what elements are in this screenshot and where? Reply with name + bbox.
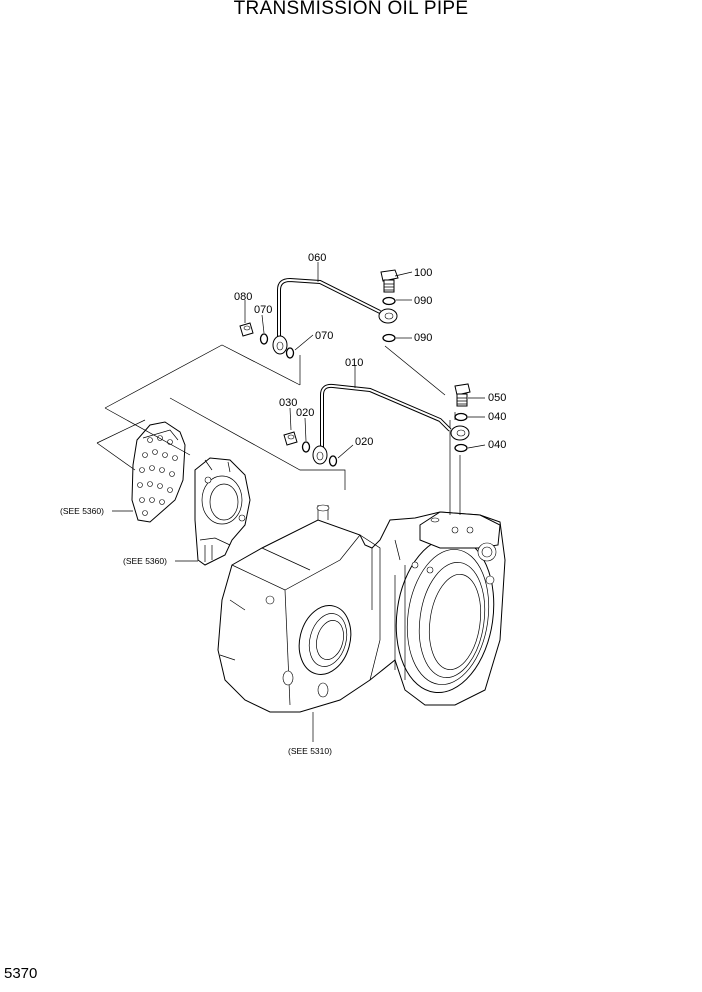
callout-080: 080 bbox=[234, 291, 252, 303]
callout-090-upper: 090 bbox=[414, 295, 432, 307]
plug-030 bbox=[283, 431, 298, 446]
callout-090-lower: 090 bbox=[414, 332, 432, 344]
callout-070-right: 070 bbox=[315, 330, 333, 342]
callout-020-left: 020 bbox=[296, 407, 314, 419]
callout-020-right: 020 bbox=[355, 436, 373, 448]
o-ring-040-upper bbox=[454, 412, 468, 422]
valve-plate bbox=[131, 421, 186, 523]
bolt-100 bbox=[380, 269, 399, 293]
reference-see-5360-plate: (SEE 5360) bbox=[60, 506, 104, 516]
o-ring-090-lower bbox=[382, 333, 396, 343]
callout-070-left: 070 bbox=[254, 304, 272, 316]
callout-050: 050 bbox=[488, 392, 506, 404]
o-ring-020-left bbox=[301, 441, 311, 453]
guide-lines bbox=[96, 344, 461, 515]
callout-060: 060 bbox=[308, 252, 326, 264]
leader-lines bbox=[112, 262, 486, 742]
transmission-housing bbox=[217, 504, 506, 713]
o-ring-090-upper bbox=[382, 296, 396, 306]
o-ring-040-lower bbox=[454, 443, 468, 453]
reference-see-5310: (SEE 5310) bbox=[288, 746, 332, 756]
o-ring-070-left bbox=[259, 333, 269, 345]
callout-030: 030 bbox=[279, 397, 297, 409]
callout-040-lower: 040 bbox=[488, 439, 506, 451]
page-number: 5370 bbox=[4, 965, 38, 982]
valve-body bbox=[194, 457, 251, 566]
reference-see-5360-body: (SEE 5360) bbox=[123, 556, 167, 566]
oil-pipe-060 bbox=[272, 277, 398, 355]
oil-pipe-010 bbox=[312, 383, 470, 465]
callout-010: 010 bbox=[345, 357, 363, 369]
o-ring-020-right bbox=[328, 455, 338, 467]
page-title: TRANSMISSION OIL PIPE bbox=[233, 0, 469, 19]
o-ring-070-right bbox=[285, 347, 295, 359]
callout-100: 100 bbox=[414, 267, 432, 279]
bolt-050 bbox=[454, 383, 471, 407]
callout-040-upper: 040 bbox=[488, 411, 506, 423]
plug-080 bbox=[239, 322, 254, 337]
